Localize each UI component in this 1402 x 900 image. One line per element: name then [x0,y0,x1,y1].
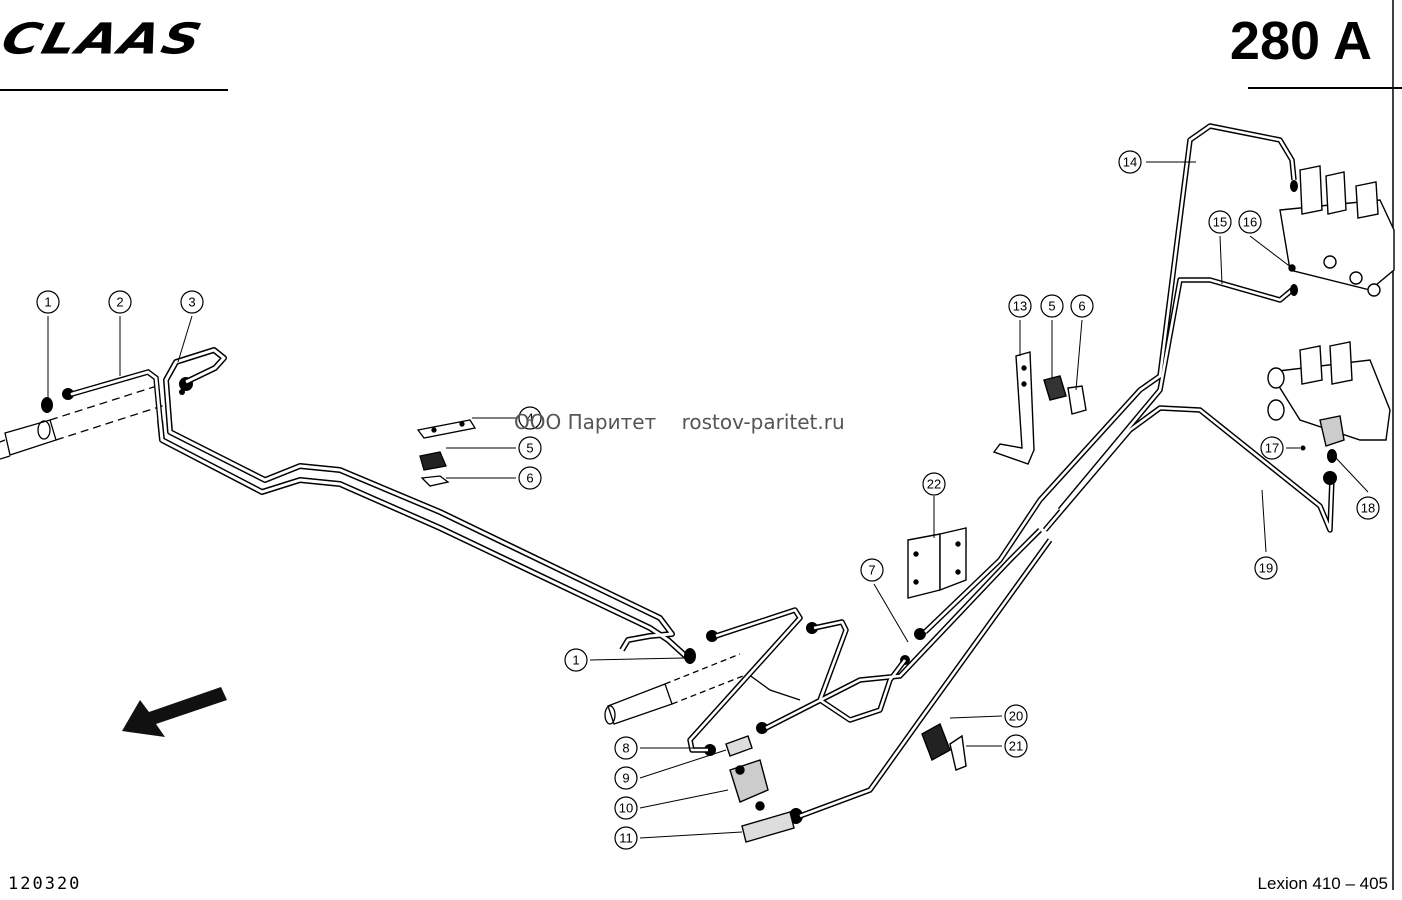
bracket-22 [907,527,967,599]
callout-label: 15 [1213,215,1227,230]
callout-circle [1008,294,1032,318]
callout-label: 22 [927,477,941,492]
callout-circle [1356,496,1380,520]
callout-circle [518,466,542,490]
callout-label: 11 [619,831,633,846]
callout-circle [518,436,542,460]
callout-label: 16 [1243,215,1257,230]
clamps-20-21 [921,722,967,771]
callout-label: 1 [44,295,51,310]
callout-label: 2 [116,295,123,310]
control-valve-upper [1279,165,1395,297]
callout-label: 10 [619,801,633,816]
callout-label: 17 [1265,441,1279,456]
callout-label: 13 [1013,299,1027,314]
callout-circle [1208,210,1232,234]
callout-label: 18 [1361,501,1375,516]
callout-circle [1118,150,1142,174]
drawing-number: 120320 [8,874,82,894]
control-valve-lower [1267,341,1391,447]
tee-fittings [725,735,795,843]
callout-label: 1 [572,653,579,668]
callout-label: 4 [526,411,533,426]
leader-lines [47,161,1369,839]
callout-label: 3 [188,295,195,310]
callout-circle [518,406,542,430]
callout-circle [1260,436,1284,460]
watermark-text: ООО Паритет rostov-paritet.ru [514,410,845,434]
bracket-13 [992,351,1087,465]
callout-label: 21 [1009,739,1023,754]
callout-circle [1004,704,1028,728]
callout-circle [36,290,60,314]
callout-label: 20 [1009,709,1023,724]
callout-circle [922,472,946,496]
callout-label: 14 [1123,155,1137,170]
callout-circle [1070,294,1094,318]
callout-circle [614,796,638,820]
callout-label: 19 [1259,561,1273,576]
callout-circle [860,558,884,582]
lower-cylinder [604,653,801,725]
callout-circle [180,290,204,314]
callout-circle [1040,294,1064,318]
callout-circle [564,648,588,672]
model-label: Lexion 410 – 405 [1257,874,1388,893]
callout-label: 7 [868,563,875,578]
pipe-2 [69,368,163,423]
clamp-parts-center [416,419,477,487]
callout-circle [1254,556,1278,580]
callout-circle [614,736,638,760]
callout-label: 8 [622,741,629,756]
left-cylinder [0,384,166,460]
callout-circle [108,290,132,314]
callout-label: 5 [1048,299,1055,314]
callout-label: 6 [526,471,533,486]
page-number: 280 A [1229,11,1372,71]
callout-label: 5 [526,441,533,456]
callout-label: 6 [1078,299,1085,314]
direction-arrow-icon [122,687,227,737]
valve-fittings [1290,180,1337,485]
callout-circle [614,826,638,850]
callout-circle [1004,734,1028,758]
callout-circle [1238,210,1262,234]
callout-label: 9 [622,771,629,786]
callout-circle [614,766,638,790]
